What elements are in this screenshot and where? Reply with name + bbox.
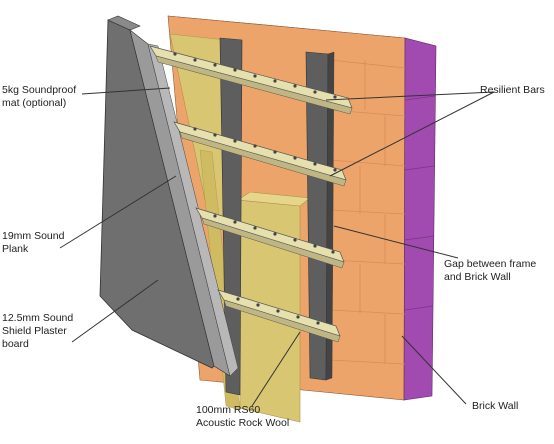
label-brick-wall: Brick Wall: [472, 400, 519, 412]
label-rock-wool: 100mm RS60 Acoustic Rock Wool: [196, 404, 290, 429]
brick-wall-side: [403, 37, 437, 401]
brick-mortar-lines: [329, 59, 406, 365]
label-resilient-bars: Resilient Bars: [480, 84, 545, 96]
brick-side-lines: [404, 95, 436, 311]
leader-plaster-board: [71, 279, 159, 343]
resilient-bar-3: [195, 207, 345, 269]
resilient-bar-4: [217, 289, 341, 343]
label-sound-plank: 19mm Sound Plank: [2, 230, 65, 255]
label-soundproof-mat: 5kg Soundproof mat (optional): [2, 84, 77, 109]
label-plaster-board: 12.5mm Sound Shield Plaster board: [2, 312, 74, 350]
leader-resilient-bars-2: [329, 91, 495, 177]
resilient-bars: [149, 45, 353, 343]
soundproof-mat-strip: [147, 43, 239, 377]
resilient-bar-2: [173, 121, 347, 187]
leader-gap: [333, 225, 459, 259]
leader-lines: [59, 87, 495, 407]
stud-2-side: [325, 51, 335, 381]
resilient-bar-holes: [173, 52, 337, 325]
leader-sound-plank: [59, 175, 177, 249]
leader-brick-wall: [401, 335, 467, 405]
plaster-board-edge: [107, 15, 141, 31]
leader-rock-wool: [251, 331, 301, 407]
leader-soundproof-mat: [81, 87, 171, 95]
leader-resilient-bars-1: [325, 91, 495, 101]
label-gap: Gap between frame and Brick Wall: [444, 258, 537, 283]
resilient-bar-1: [149, 45, 353, 115]
